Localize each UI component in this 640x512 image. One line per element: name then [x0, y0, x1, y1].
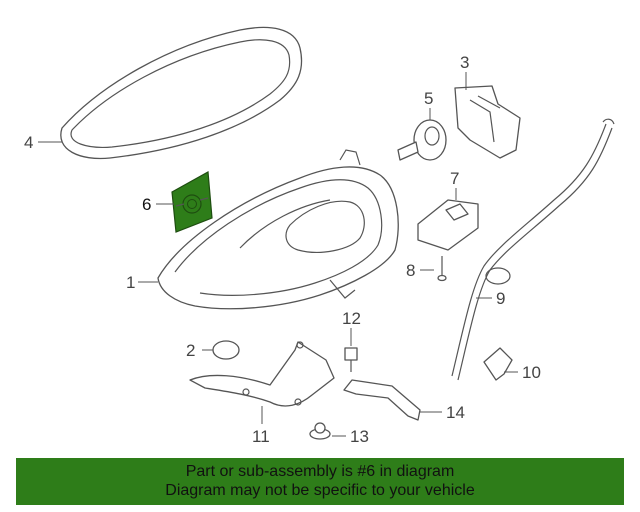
part-12-bolt[interactable]: [344, 347, 358, 372]
callout-7: 7: [450, 169, 459, 188]
callout-1: 1: [126, 273, 135, 292]
part-4-headlight-lens[interactable]: [60, 26, 303, 160]
callout-9: 9: [496, 289, 505, 308]
leader-lines: [38, 72, 518, 437]
parts-diagram: 1 2 3 4 5 6 7 8 9 10 11 12 13 14: [24, 26, 615, 446]
part-13-grommet[interactable]: [309, 422, 331, 440]
callout-6: 6: [142, 195, 151, 214]
info-banner: Part or sub-assembly is #6 in diagram Di…: [16, 458, 624, 505]
callout-13: 13: [350, 427, 369, 446]
part-1-headlight-assembly[interactable]: [157, 149, 399, 310]
part-8-screw[interactable]: [437, 256, 447, 282]
callout-2: 2: [186, 341, 195, 360]
part-10-clip[interactable]: [483, 347, 513, 381]
banner-line-1: Part or sub-assembly is #6 in diagram: [185, 463, 455, 480]
banner-line-2: Diagram may not be specific to your vehi…: [165, 482, 475, 499]
callout-10: 10: [522, 363, 541, 382]
callout-3: 3: [460, 53, 469, 72]
part-5-actuator[interactable]: [397, 119, 447, 161]
callout-11: 11: [252, 427, 270, 446]
callout-8: 8: [406, 261, 415, 280]
part-2-cap[interactable]: [212, 340, 240, 360]
part-9-washer-hose[interactable]: [451, 118, 615, 381]
callout-4: 4: [24, 133, 33, 152]
callout-14: 14: [446, 403, 465, 422]
part-11-mounting-bracket[interactable]: [189, 341, 335, 407]
callout-12: 12: [342, 309, 361, 328]
part-6-highlighted-component[interactable]: [171, 171, 213, 233]
callout-5: 5: [424, 89, 433, 108]
part-14-strip-bracket[interactable]: [343, 379, 421, 421]
part-3-bracket-housing[interactable]: [454, 85, 521, 159]
part-7-control-module[interactable]: [417, 199, 479, 251]
